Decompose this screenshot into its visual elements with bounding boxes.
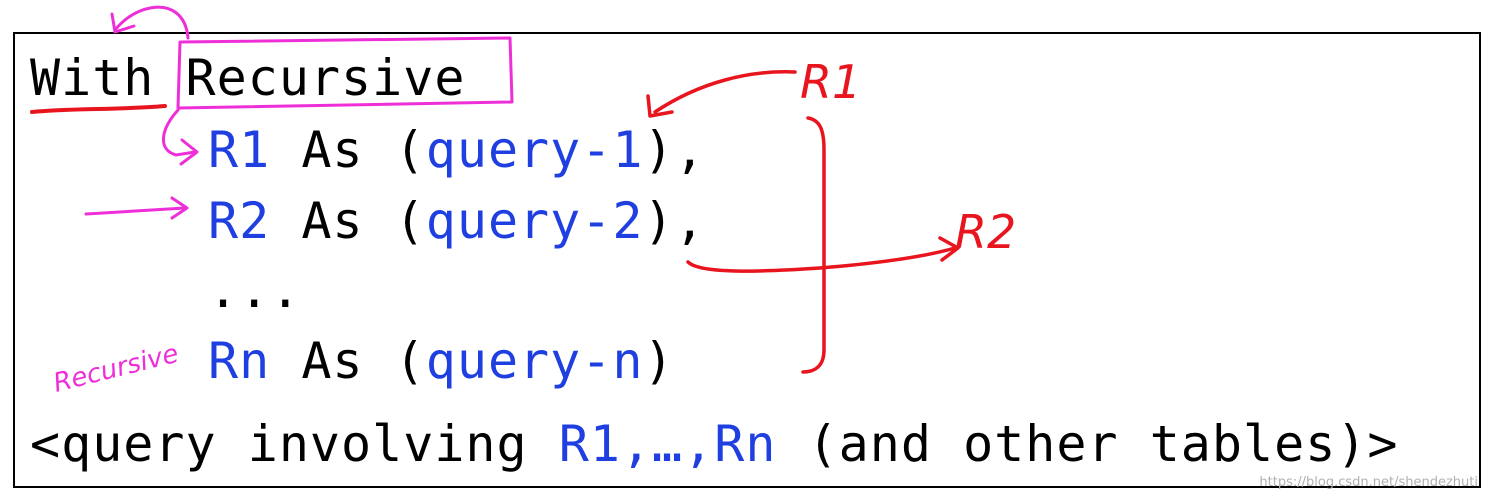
as-open: As ( xyxy=(270,192,426,250)
relation-rn: Rn xyxy=(208,332,271,390)
code-line-r1: R1 As (query-1), xyxy=(208,120,706,180)
relation-r2: R2 xyxy=(208,192,271,250)
query-n: query-n xyxy=(425,332,644,390)
as-open: As ( xyxy=(270,332,426,390)
final-query-lead: <query involving xyxy=(30,415,559,473)
close-comma: ), xyxy=(643,121,706,179)
as-open: As ( xyxy=(270,121,426,179)
final-query-relations: R1,…,Rn xyxy=(558,415,777,473)
query-2: query-2 xyxy=(425,192,644,250)
close-comma: ), xyxy=(643,192,706,250)
code-frame xyxy=(13,32,1481,488)
code-line-rn: Rn As (query-n) xyxy=(208,331,675,391)
code-line-final-query: <query involving R1,…,Rn (and other tabl… xyxy=(30,414,1399,474)
watermark: https://blog.csdn.net/shendezhuti xyxy=(1259,475,1478,490)
final-query-tail: (and other tables)> xyxy=(776,415,1399,473)
relation-r1: R1 xyxy=(208,121,271,179)
close-paren: ) xyxy=(643,332,675,390)
query-1: query-1 xyxy=(425,121,644,179)
code-line-ellipsis: ... xyxy=(208,260,301,320)
code-line-r2: R2 As (query-2), xyxy=(208,191,706,251)
code-line-with: With Recursive xyxy=(30,48,465,108)
top-curve-arrowhead xyxy=(110,12,136,34)
keyword-recursive: Recursive xyxy=(185,49,466,107)
ellipsis: ... xyxy=(208,261,302,319)
keyword-with: With xyxy=(30,49,155,107)
